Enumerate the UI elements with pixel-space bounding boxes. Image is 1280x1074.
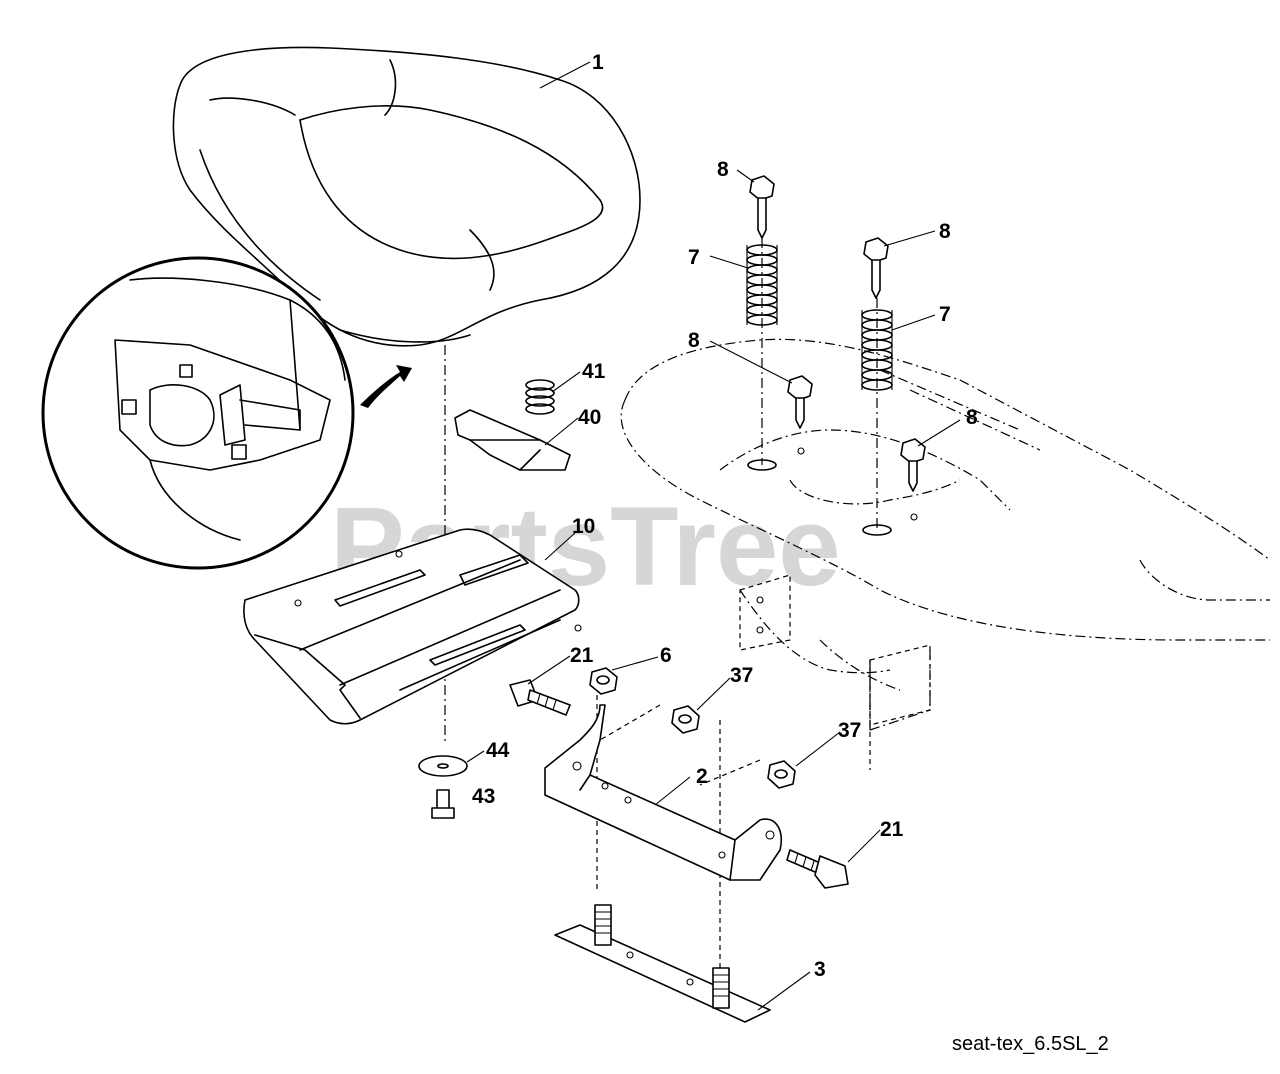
seat-clip <box>454 409 571 471</box>
callout-21-left: 21 <box>570 644 594 667</box>
callout-8-top-left: 8 <box>717 158 729 181</box>
callout-43: 43 <box>472 785 495 808</box>
nut-37-left <box>671 705 700 734</box>
washer-44 <box>418 755 468 777</box>
callout-21-right: 21 <box>880 818 904 841</box>
callout-41: 41 <box>582 360 606 383</box>
callout-10: 10 <box>572 515 595 538</box>
callout-8-mid-right: 8 <box>966 406 978 429</box>
callout-8-mid-left: 8 <box>688 329 700 352</box>
callout-3: 3 <box>814 958 826 981</box>
callout-37-left: 37 <box>730 664 753 687</box>
tractor-frame-outline <box>620 338 1271 731</box>
callout-6: 6 <box>660 644 672 667</box>
callout-7-right: 7 <box>939 303 951 326</box>
bottom-plate <box>554 904 771 1023</box>
callout-40: 40 <box>578 406 601 429</box>
leader-lines <box>466 61 961 1011</box>
callout-8-top-right: 8 <box>939 220 951 243</box>
callout-37-right: 37 <box>838 719 861 742</box>
nut-6 <box>589 667 618 695</box>
seat-pan <box>243 528 582 725</box>
frame-bracket-left <box>739 574 791 651</box>
callout-2: 2 <box>696 765 708 788</box>
detail-inset <box>41 256 355 570</box>
callout-44: 44 <box>486 739 510 762</box>
seat-bracket <box>544 704 782 881</box>
seat <box>172 46 641 347</box>
nut-37-right <box>767 760 796 789</box>
mount-hole-right <box>862 524 892 536</box>
screw-8-top-left <box>749 175 775 239</box>
drawing-reference: seat-tex_6.5SL_2 <box>952 1033 1109 1055</box>
detail-arrow <box>360 365 412 408</box>
screw-43 <box>431 789 455 819</box>
small-spring <box>525 379 555 415</box>
callout-1: 1 <box>592 51 604 74</box>
screw-8-mid-left <box>787 375 813 429</box>
callout-7-left: 7 <box>688 246 700 269</box>
screw-8-top-right <box>863 237 889 299</box>
bolt-21-left <box>509 679 571 716</box>
screw-8-mid-right <box>900 438 926 492</box>
bolt-21-right <box>786 849 849 889</box>
mount-hole-left <box>747 459 777 471</box>
frame-bracket-right <box>869 644 931 726</box>
